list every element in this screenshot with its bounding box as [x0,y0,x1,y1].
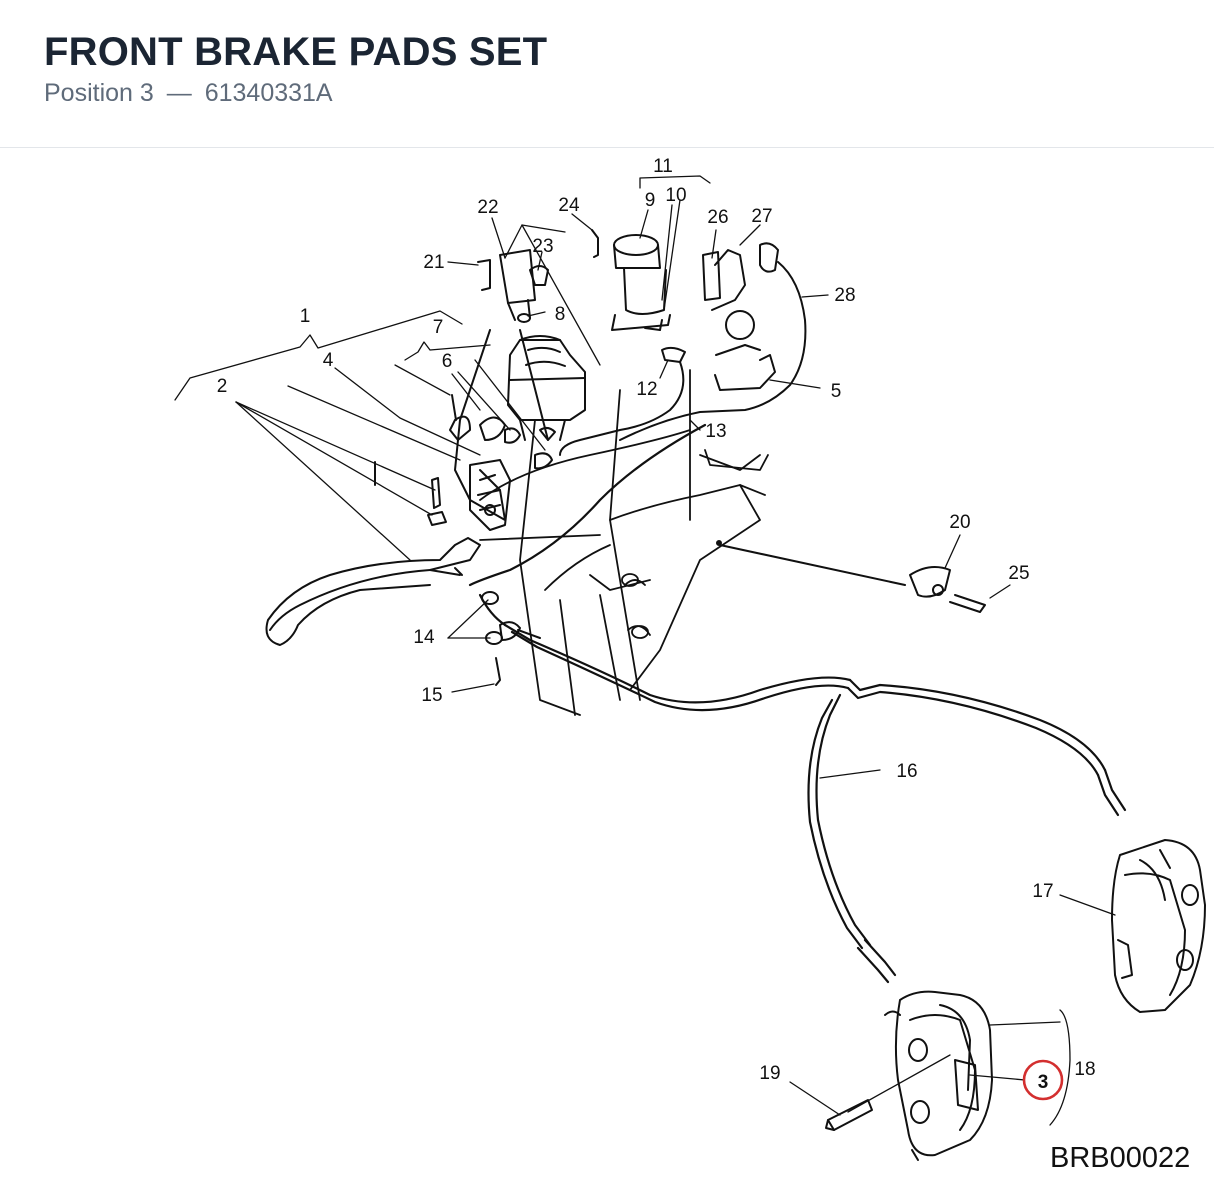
caliper-left-drawing [825,990,993,1161]
page-subtitle: Position 3 — 61340331A [44,79,333,108]
callout-16: 16 [896,761,917,782]
part-number: 61340331A [204,79,333,107]
callout-23: 23 [532,236,553,257]
callout-7: 7 [433,317,444,338]
callout-9: 9 [645,190,656,211]
callout-15: 15 [421,685,442,706]
callout-13: 13 [705,421,726,442]
callout-5: 5 [831,381,842,402]
fork-tube-drawing [479,369,769,716]
callout-12: 12 [636,379,657,400]
callout-2: 2 [217,376,228,397]
brake-lever-drawing [265,537,481,646]
callout-3: 3 [1038,1072,1049,1093]
callout-19: 19 [759,1063,780,1084]
position-label: Position 3 [44,79,154,107]
page-title: FRONT BRAKE PADS SET [44,30,548,74]
callout-24: 24 [558,195,580,216]
callout-18: 18 [1074,1059,1095,1080]
callout-26: 26 [707,207,728,228]
callout-25: 25 [1008,563,1029,584]
small-parts-drawing [374,229,599,526]
callout-14: 14 [413,627,435,648]
callout-10: 10 [665,185,686,206]
drawing-code: BRB00022 [1050,1142,1191,1174]
callout-labels: 1 2 3 4 5 6 7 8 9 10 11 12 13 14 15 16 1… [217,156,1096,1093]
callout-1: 1 [300,306,311,327]
hose-clamp-drawing [716,540,986,613]
reservoir-drawing [611,234,671,331]
callout-6: 6 [442,351,453,372]
highlight-ring [1022,1059,1064,1101]
brake-hose-drawing [468,423,1127,984]
banjo-bolt-drawing [481,591,541,686]
callout-20: 20 [949,512,970,533]
subtitle-separator: — [166,79,192,107]
callout-27: 27 [751,206,772,227]
lever-bracket-drawing [469,459,511,531]
master-cylinder-drawing [454,249,586,521]
brake-switch-drawing [559,242,807,456]
leader-lines [174,175,1116,1126]
callout-11: 11 [653,156,673,177]
page-header: FRONT BRAKE PADS SET Position 3 — 613403… [0,0,1214,148]
callout-17: 17 [1032,881,1053,902]
callout-28: 28 [834,285,855,306]
caliper-right-drawing [1111,839,1206,1013]
callout-4: 4 [323,350,334,371]
callout-22: 22 [477,197,498,218]
callout-21: 21 [423,252,444,273]
callout-8: 8 [555,304,566,325]
